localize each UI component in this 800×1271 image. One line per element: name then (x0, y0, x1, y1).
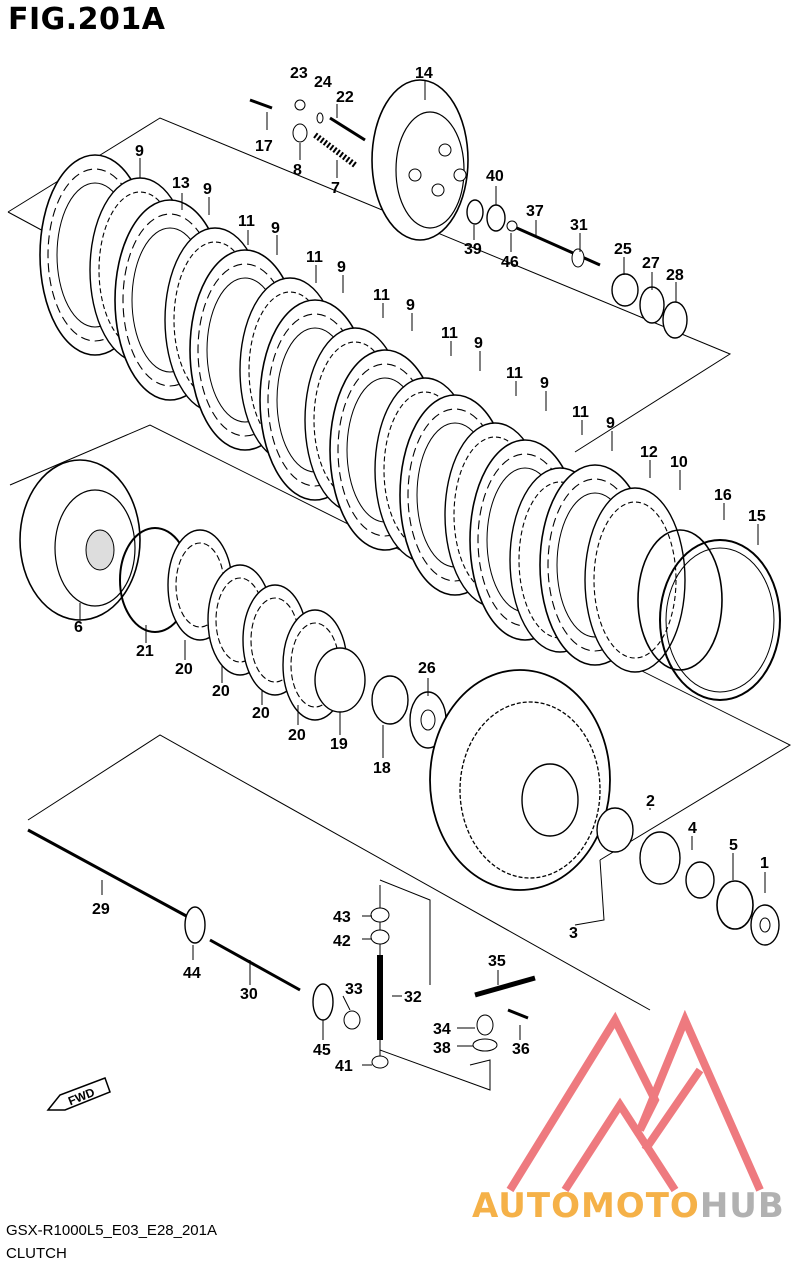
figure-caption: CLUTCH (6, 1245, 67, 1262)
callout-3: 3 (569, 925, 578, 942)
callout-20: 20 (252, 705, 270, 722)
callout-2: 2 (646, 793, 655, 810)
fwd-label: FWD (66, 1085, 97, 1108)
callout-34: 34 (433, 1021, 451, 1038)
callout-11: 11 (441, 325, 458, 342)
callout-26: 26 (418, 660, 436, 677)
callout-5: 5 (729, 837, 738, 854)
callout-11: 11 (306, 249, 323, 266)
callout-45: 45 (313, 1042, 331, 1059)
callout-8: 8 (293, 162, 302, 179)
callout-13: 13 (172, 175, 190, 192)
callout-16: 16 (714, 487, 732, 504)
callout-10: 10 (670, 454, 688, 471)
callout-18: 18 (373, 760, 391, 777)
callout-32: 32 (404, 989, 422, 1006)
callout-24: 24 (314, 74, 332, 91)
model-code: GSX-R1000L5_E03_E28_201A (6, 1222, 217, 1239)
callout-9: 9 (135, 143, 144, 160)
callout-23: 23 (290, 65, 308, 82)
callout-1: 1 (760, 855, 769, 872)
callout-44: 44 (183, 965, 201, 982)
callout-9: 9 (337, 259, 346, 276)
callout-14: 14 (415, 65, 433, 82)
watermark-word-a: AUTOMOTO (472, 1186, 700, 1226)
callout-39: 39 (464, 241, 482, 258)
callout-43: 43 (333, 909, 351, 926)
callout-9: 9 (406, 297, 415, 314)
callout-20: 20 (288, 727, 306, 744)
callout-9: 9 (474, 335, 483, 352)
callout-11: 11 (506, 365, 523, 382)
callout-25: 25 (614, 241, 632, 258)
watermark-logo (506, 1010, 764, 1193)
callout-28: 28 (666, 267, 684, 284)
callout-38: 38 (433, 1040, 451, 1057)
callout-11: 11 (373, 287, 390, 304)
callout-17: 17 (255, 138, 273, 155)
callout-30: 30 (240, 986, 258, 1003)
callout-9: 9 (271, 220, 280, 237)
callout-4: 4 (688, 820, 697, 837)
callout-37: 37 (526, 203, 544, 220)
callout-15: 15 (748, 508, 766, 525)
callout-9: 9 (540, 375, 549, 392)
callout-41: 41 (335, 1058, 353, 1075)
figure-title: FIG.201A (8, 2, 166, 37)
callout-27: 27 (642, 255, 660, 272)
callout-46: 46 (501, 254, 519, 271)
callout-11: 11 (238, 213, 255, 230)
callout-6: 6 (74, 619, 83, 636)
callout-9: 9 (203, 181, 212, 198)
callout-19: 19 (330, 736, 348, 753)
callout-33: 33 (345, 981, 363, 998)
callout-40: 40 (486, 168, 504, 185)
callout-31: 31 (570, 217, 588, 234)
callout-36: 36 (512, 1041, 530, 1058)
callout-11: 11 (572, 404, 589, 421)
callout-29: 29 (92, 901, 110, 918)
callout-7: 7 (331, 180, 340, 197)
callout-22: 22 (336, 89, 354, 106)
callout-9: 9 (606, 415, 615, 432)
callout-12: 12 (640, 444, 658, 461)
callout-42: 42 (333, 933, 351, 950)
callout-21: 21 (136, 643, 154, 660)
watermark-text: AUTOMOTOHUB (472, 1186, 785, 1226)
callout-20: 20 (212, 683, 230, 700)
callout-20: 20 (175, 661, 193, 678)
watermark-word-b: HUB (699, 1186, 785, 1226)
callout-35: 35 (488, 953, 506, 970)
